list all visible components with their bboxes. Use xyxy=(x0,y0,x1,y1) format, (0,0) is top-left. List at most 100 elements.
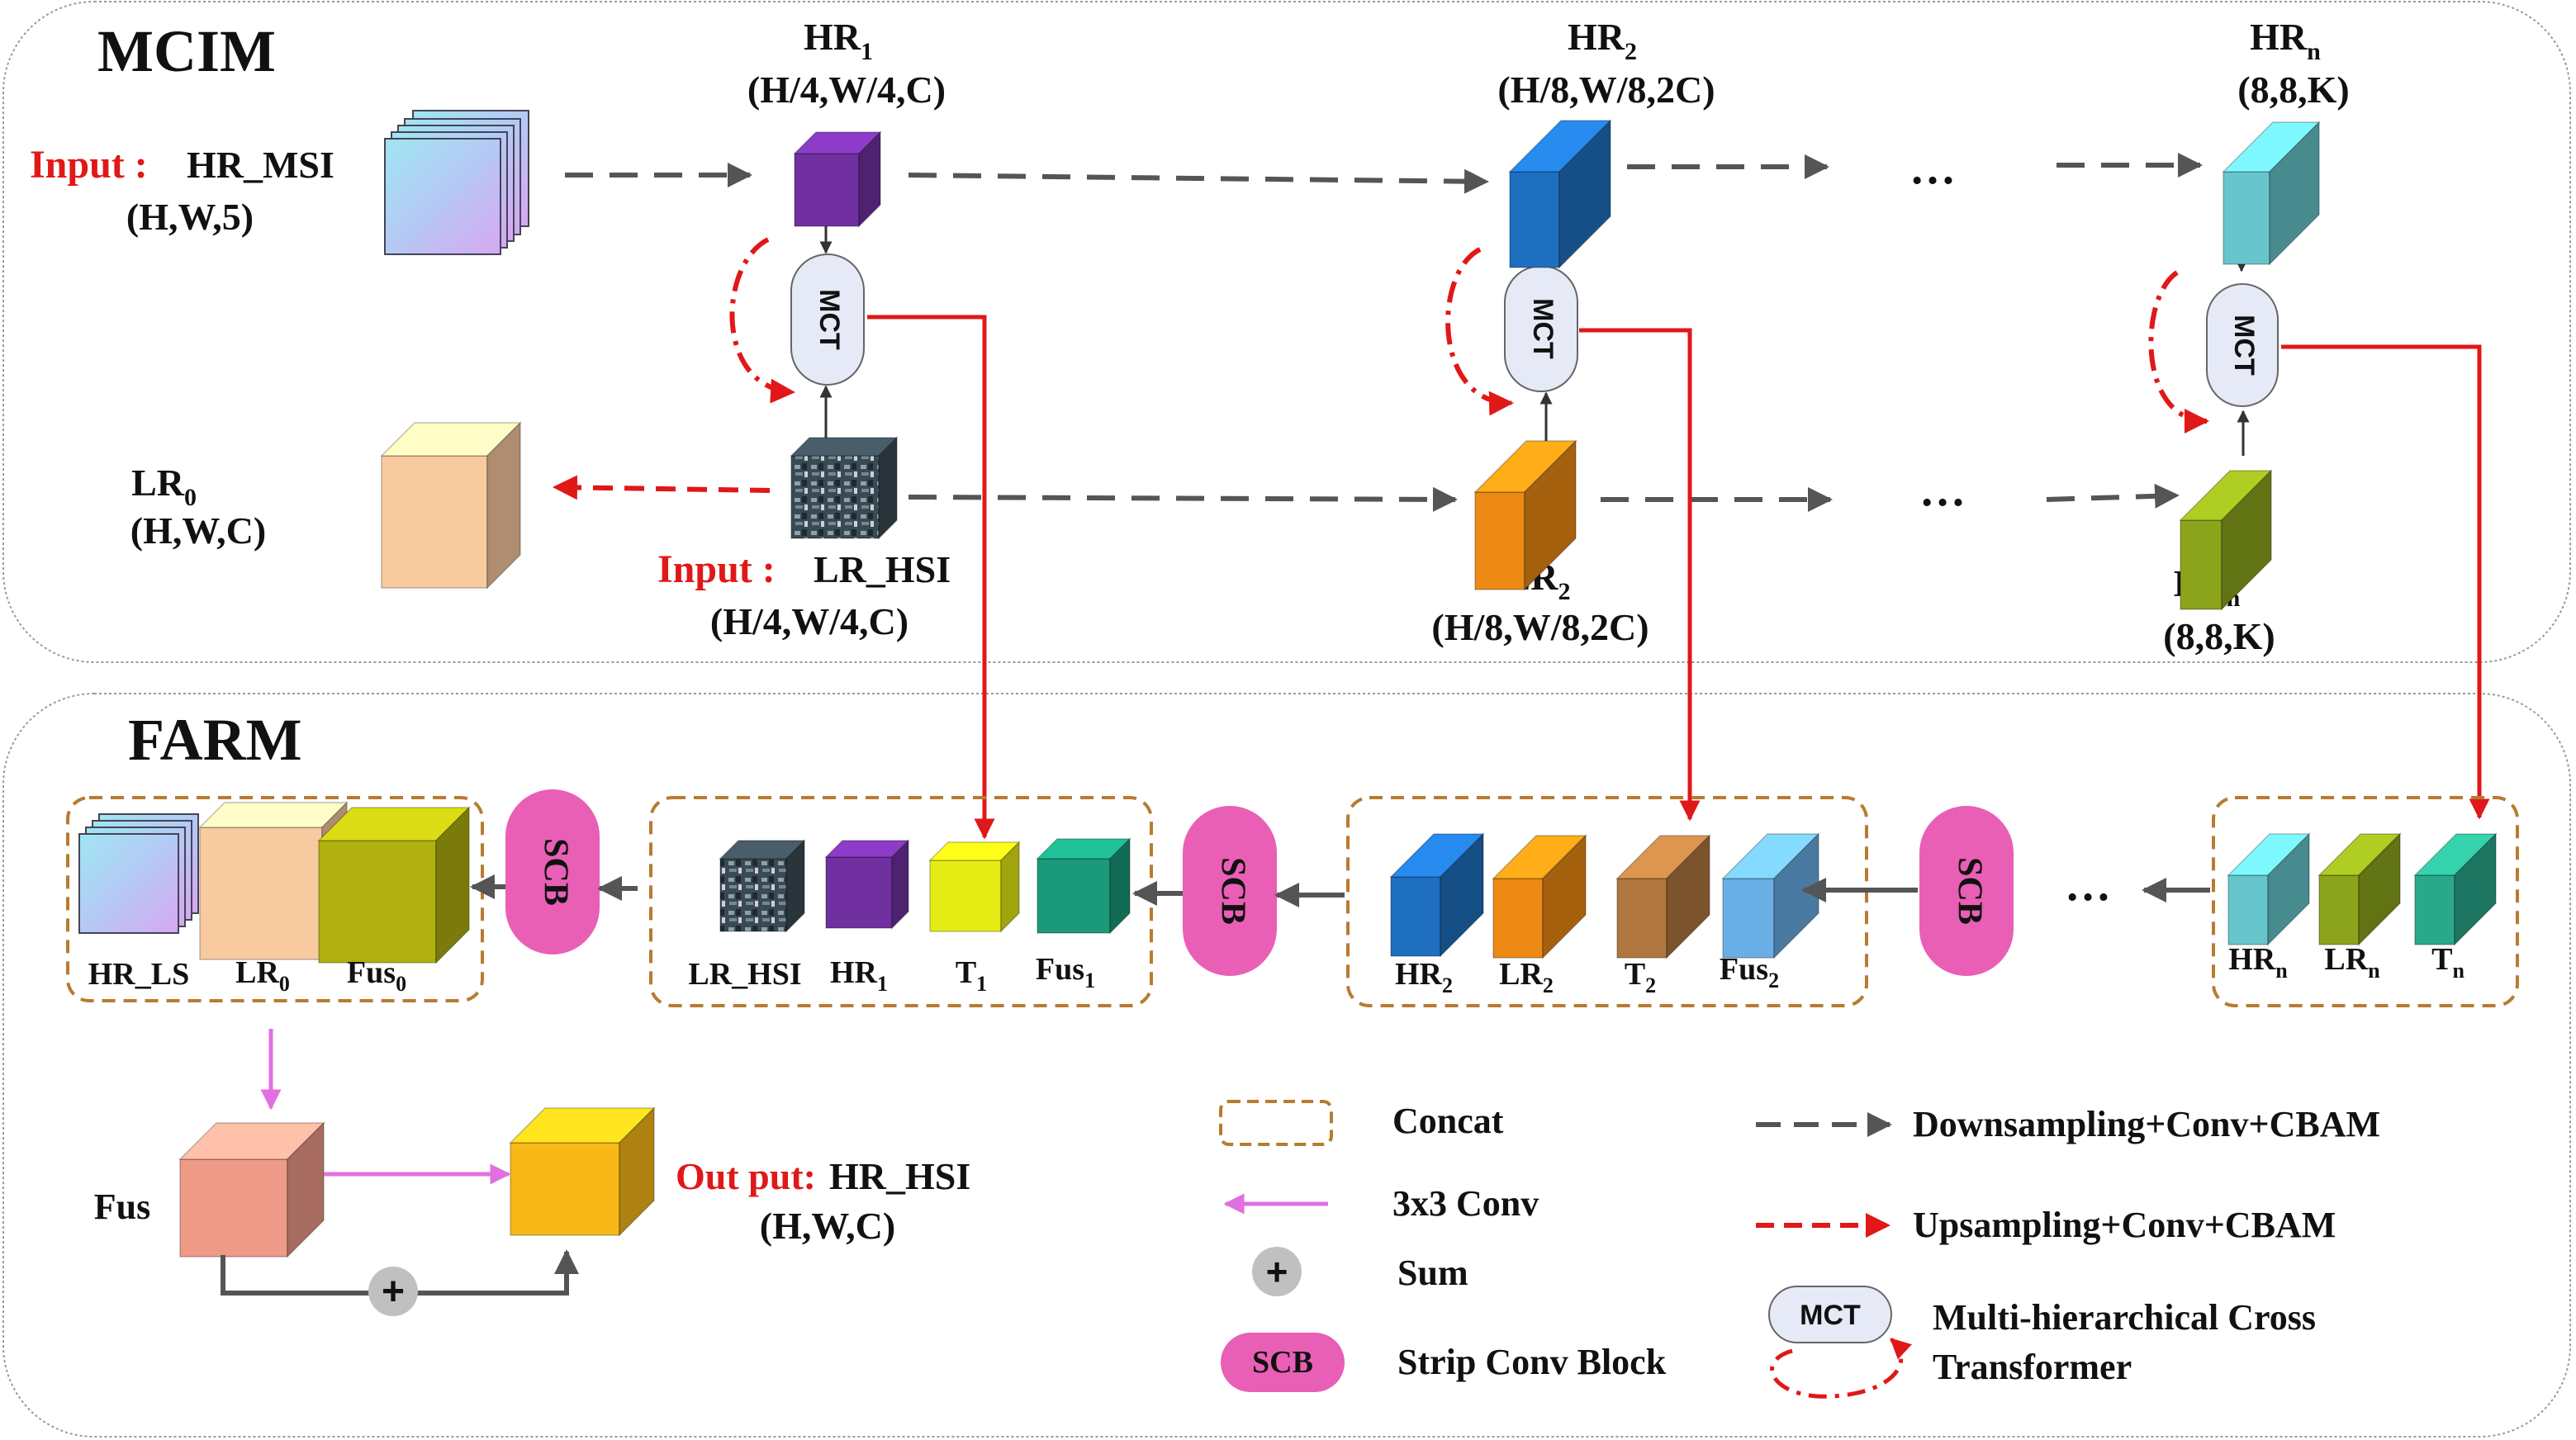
hr-hsi-output-cube xyxy=(509,1106,656,1237)
lr2-farm-cube xyxy=(1492,834,1587,959)
mcim-title: MCIM xyxy=(97,18,276,84)
hr2-farm-cube xyxy=(1389,832,1485,958)
mcim-panel xyxy=(2,1,2571,663)
legend-scb: SCB Strip Conv Block xyxy=(1221,1333,1667,1392)
group0-labels: HR_LS LR0 Fus0 xyxy=(88,955,406,996)
svg-text:Tn: Tn xyxy=(2431,942,2465,983)
lr0-cube xyxy=(380,421,522,590)
fus-cube xyxy=(178,1121,325,1258)
svg-text:LR0: LR0 xyxy=(131,462,197,511)
svg-text:HR_HSI: HR_HSI xyxy=(829,1155,970,1197)
lr-hsi-farm-cube xyxy=(719,839,806,933)
svg-text:Fus2: Fus2 xyxy=(1720,952,1779,992)
lr0-label: LR0 (H,W,C) xyxy=(130,462,266,552)
svg-text:Sum: Sum xyxy=(1397,1253,1468,1293)
legend-conv: 3x3 Conv xyxy=(1223,1183,1539,1224)
input-hr-label: Input : HR_MSI (H,W,5) xyxy=(30,143,334,238)
svg-text:HR1: HR1 xyxy=(804,16,873,65)
svg-text:Strip Conv Block: Strip Conv Block xyxy=(1397,1342,1667,1382)
hr1-cube xyxy=(793,130,882,228)
svg-text:(8,8,K): (8,8,K) xyxy=(2237,69,2349,111)
lr2-cube xyxy=(1473,439,1577,591)
feature-cubes xyxy=(178,119,2498,1258)
svg-text:(H/4,W/4,C): (H/4,W/4,C) xyxy=(710,600,908,642)
legend-concat: Concat xyxy=(1219,1100,1504,1146)
t1-cube xyxy=(928,841,1021,933)
svg-text:LR_HSI: LR_HSI xyxy=(688,957,801,992)
lr-hsi-cube xyxy=(790,436,899,540)
svg-text:(H/8,W/8,2C): (H/8,W/8,2C) xyxy=(1431,606,1649,648)
mcim-ellipsis-top: … xyxy=(1909,143,1956,194)
group1-labels: LR_HSI HR1 T1 Fus1 xyxy=(688,952,1095,996)
concat-group-n xyxy=(2212,796,2519,1007)
svg-text:Fus0: Fus0 xyxy=(347,955,406,996)
svg-text:HR2: HR2 xyxy=(1395,957,1453,997)
lrn-cube xyxy=(2179,469,2273,611)
hr-ls-stack-icon xyxy=(78,813,199,934)
hr1-farm-cube xyxy=(824,839,910,930)
svg-text:(H/4,W/4,C): (H/4,W/4,C) xyxy=(747,69,946,111)
svg-text:Concat: Concat xyxy=(1392,1101,1504,1141)
hr-msi-stack-icon xyxy=(384,110,529,255)
scb-block-2: SCB xyxy=(1183,806,1277,976)
sum-icon: + xyxy=(382,1270,405,1314)
hrn-label: HRn (8,8,K) xyxy=(2237,16,2349,111)
svg-text:SCB: SCB xyxy=(536,838,574,906)
svg-text:HR2: HR2 xyxy=(1568,16,1637,65)
hr2-cube xyxy=(1508,119,1612,269)
hrn-cube xyxy=(2222,121,2321,266)
input-lr-label: Input : LR_HSI (H/4,W/4,C) xyxy=(657,547,951,642)
mct-block-3: MCT xyxy=(2148,270,2279,433)
tn-cube xyxy=(2413,832,2498,946)
svg-text:Transformer: Transformer xyxy=(1933,1347,2132,1387)
svg-text:SCB: SCB xyxy=(1252,1345,1313,1380)
legend-sum-icon: + xyxy=(1266,1250,1288,1293)
group2-labels: HR2 LR2 T2 Fus2 xyxy=(1395,952,1779,997)
fus-label: Fus xyxy=(94,1187,150,1227)
hrn-farm-cube xyxy=(2227,832,2311,946)
svg-text:(H,W,C): (H,W,C) xyxy=(760,1205,895,1247)
svg-text:LRn: LRn xyxy=(2324,942,2380,983)
svg-text:LR_HSI: LR_HSI xyxy=(814,548,951,590)
svg-text:HR1: HR1 xyxy=(830,955,888,996)
svg-text:HRn: HRn xyxy=(2228,942,2288,983)
svg-text:SCB: SCB xyxy=(1213,857,1251,925)
mct-block-1: MCT xyxy=(729,237,865,404)
groupn-labels: HRn LRn Tn xyxy=(2228,942,2465,983)
legend-up: Upsampling+Conv+CBAM xyxy=(1756,1205,2336,1245)
legend: Concat 3x3 Conv + Sum SCB Strip Conv Blo… xyxy=(1219,1100,2380,1399)
svg-text:Downsampling+Conv+CBAM: Downsampling+Conv+CBAM xyxy=(1913,1104,2380,1144)
fus0-cube xyxy=(317,806,471,964)
output-label: Out put: HR_HSI (H,W,C) xyxy=(676,1155,970,1247)
svg-text:(H,W,C): (H,W,C) xyxy=(130,509,266,552)
svg-text:HR_LS: HR_LS xyxy=(88,957,189,992)
mcim-ellipsis-bottom: … xyxy=(1919,465,1966,516)
lrn-farm-cube xyxy=(2317,832,2402,946)
fus1-cube xyxy=(1036,837,1131,935)
svg-text:LR2: LR2 xyxy=(1499,957,1554,997)
svg-text:Upsampling+Conv+CBAM: Upsampling+Conv+CBAM xyxy=(1913,1205,2336,1245)
svg-text:Out put:: Out put: xyxy=(676,1155,816,1197)
legend-down: Downsampling+Conv+CBAM xyxy=(1756,1104,2380,1144)
t2-cube xyxy=(1615,834,1711,959)
svg-text:Multi-hierarchical Cross: Multi-hierarchical Cross xyxy=(1933,1297,2316,1338)
farm-flow-arrows xyxy=(470,874,2210,907)
legend-mct: MCT Multi-hierarchical Cross Transformer xyxy=(1768,1286,2316,1399)
svg-text:(8,8,K): (8,8,K) xyxy=(2163,615,2275,657)
scb-block-3: SCB xyxy=(1919,806,2014,976)
svg-text:(H/8,W/8,2C): (H/8,W/8,2C) xyxy=(1497,69,1715,111)
svg-text:MCT: MCT xyxy=(1800,1300,1861,1331)
svg-text:MCT: MCT xyxy=(814,289,845,350)
skip-sum-connection xyxy=(221,1249,579,1316)
svg-text:T2: T2 xyxy=(1625,957,1656,997)
concat-group-0 xyxy=(66,796,484,1002)
hr2-label: HR2 (H/8,W/8,2C) xyxy=(1497,16,1715,111)
mct-to-farm-arrows xyxy=(867,315,2490,840)
svg-text:SCB: SCB xyxy=(1950,857,1988,925)
svg-text:T1: T1 xyxy=(956,955,987,996)
svg-text:(H,W,5): (H,W,5) xyxy=(126,196,254,238)
svg-text:MCT: MCT xyxy=(1527,298,1558,359)
svg-text:Input :: Input : xyxy=(657,547,776,591)
concat-group-2 xyxy=(1346,796,1868,1007)
